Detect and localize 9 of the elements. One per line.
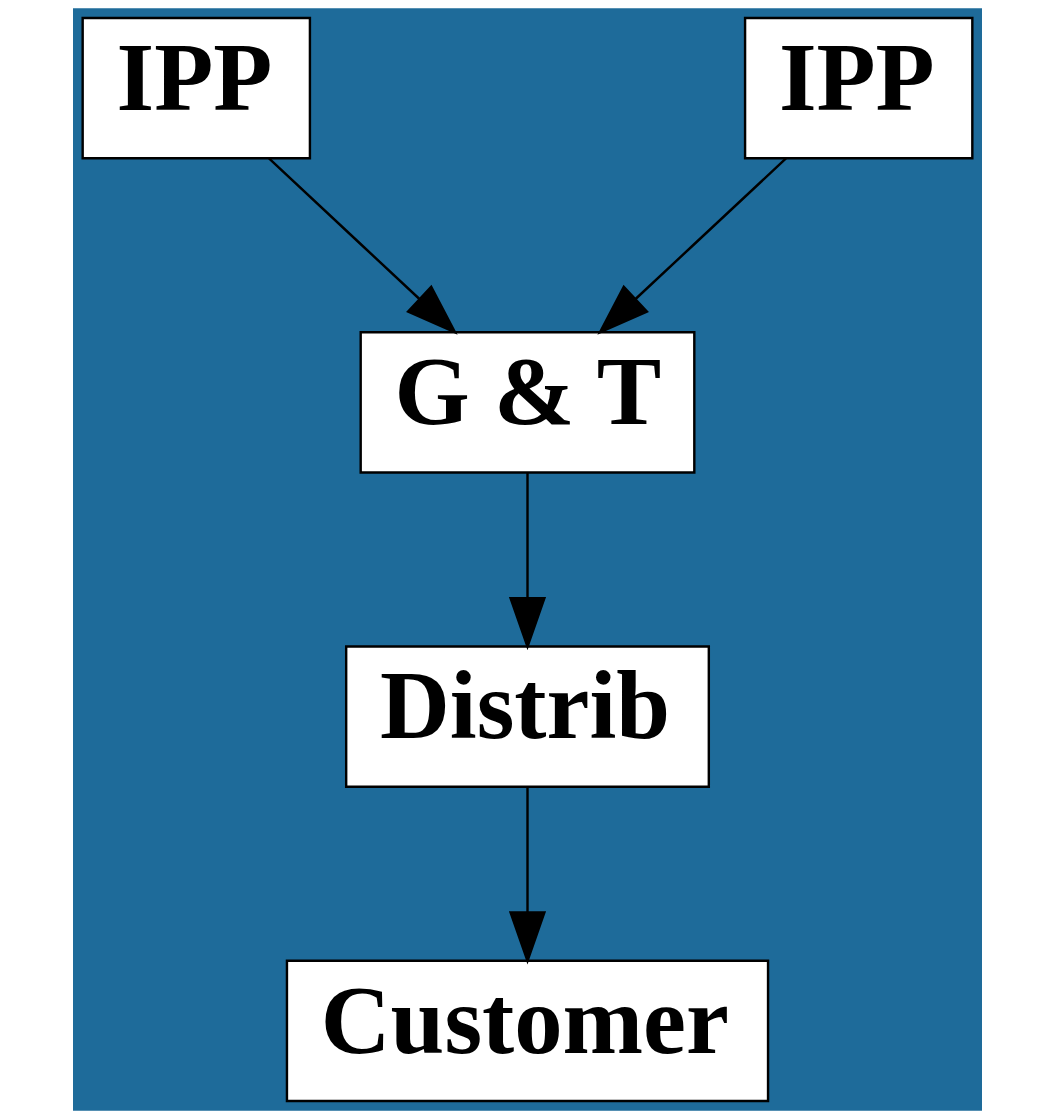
node-box: IPP <box>743 16 974 160</box>
arrow <box>508 786 546 965</box>
node-box: Customer <box>285 959 769 1103</box>
arrow <box>508 472 546 651</box>
node-box: G & T <box>359 331 695 474</box>
arrow <box>596 157 787 335</box>
node-box: IPP <box>80 16 311 160</box>
node-box: Distrib <box>344 645 710 788</box>
arrow <box>267 157 458 335</box>
